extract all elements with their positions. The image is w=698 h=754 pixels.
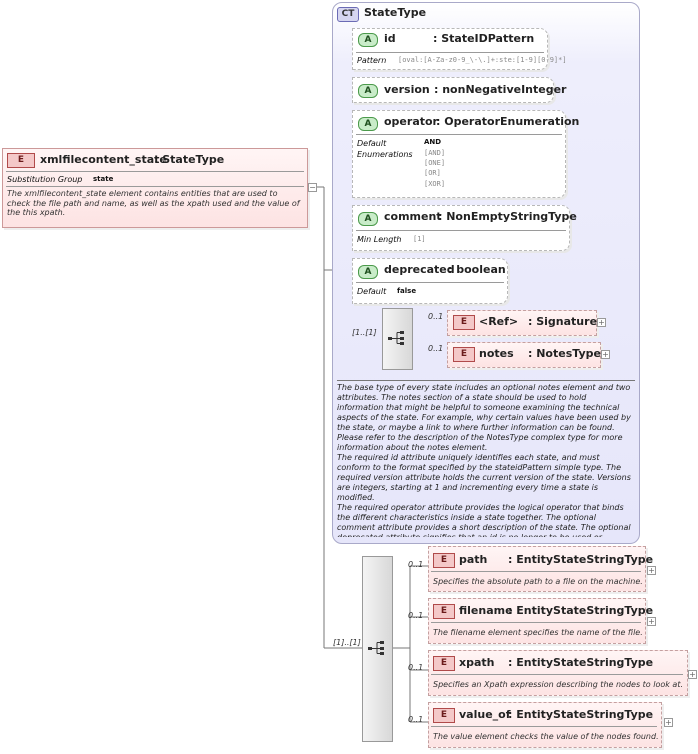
element-filename[interactable] [428,598,646,644]
divider [6,171,304,172]
enum-value: [AND] [424,149,446,157]
element-badge-icon: E [433,604,455,619]
default-value: false [397,287,417,295]
substitution-group-label: Substitution Group [7,175,83,184]
element-name: filename [459,604,513,617]
element-type: : Signature [528,315,598,328]
enum-value: [ONE] [424,159,446,167]
divider [337,380,635,381]
root-element-name: xmlfilecontent_state [40,153,167,166]
attribute-type: : boolean [448,263,506,276]
divider [431,622,641,623]
element-occurrence: 0..1 [428,312,444,321]
plus-icon[interactable]: + [601,350,610,359]
attribute-name: deprecated [384,263,455,276]
element-name: notes [479,347,514,360]
attribute-version[interactable] [352,77,554,103]
element-occurrence: 0..1 [408,715,424,724]
divider [356,52,544,53]
element-badge-icon: E [453,347,475,362]
element-badge-icon: E [7,153,35,168]
plus-icon[interactable]: + [647,566,656,575]
element-description: The filename element specifies the name … [433,628,643,637]
element-description: The value element checks the value of th… [433,732,659,741]
complex-type-documentation: The base type of every state includes an… [337,383,631,537]
element-type: : EntityStateStringType [508,553,654,566]
sequence-occurrence: [1]..[1] [333,638,361,647]
default-enumerations-label: Default Enumerations [357,139,413,159]
plus-icon[interactable]: + [647,617,656,626]
attribute-badge-icon: A [358,33,378,47]
enum-value: [OR] [424,169,441,177]
element-name: xpath [459,656,495,669]
plus-icon[interactable]: + [688,670,697,679]
complex-type-icon: CT [337,7,359,22]
plus-icon[interactable]: + [664,718,673,727]
complex-type-name: StateType [364,6,427,19]
divider [356,282,504,283]
element-name: path [459,553,488,566]
attribute-badge-icon: A [358,84,378,98]
element-type: : EntityStateStringType [508,708,654,721]
attribute-type: : nonNegativeInteger [434,83,567,96]
root-element-box[interactable] [2,148,308,228]
element-badge-icon: E [453,315,475,330]
default-label: Default [357,287,387,296]
min-length-value: [1] [413,235,426,243]
element-description: Specifies the absolute path to a file on… [433,577,643,586]
attribute-badge-icon: A [358,265,378,279]
element-description: Specifies an Xpath expression describing… [433,680,683,689]
element-name: <Ref> [479,315,519,328]
attribute-deprecated[interactable] [352,258,508,304]
pattern-value: [oval:[A-Za-z0-9_\-\.]+:ste:[1-9][0-9]*] [398,56,567,64]
default-value: AND [424,138,442,146]
sequence-icon [388,331,404,345]
element-type: : EntityStateStringType [508,656,654,669]
attribute-id[interactable] [352,28,548,70]
attribute-name: operator [384,115,438,128]
minus-icon[interactable]: − [308,183,317,192]
divider [356,134,562,135]
attribute-name: id [384,32,396,45]
root-element-type: : StateType [154,153,225,166]
element-occurrence: 0..1 [408,663,424,672]
attribute-operator[interactable] [352,110,566,198]
element-name: value_of [459,708,511,721]
substitution-group-value: state [93,175,114,183]
attribute-type: : OperatorEnumeration [436,115,580,128]
attribute-badge-icon: A [358,212,378,226]
element-occurrence: 0..1 [428,344,444,353]
divider [6,186,304,187]
attribute-comment[interactable] [352,205,570,251]
element-occurrence: 0..1 [408,611,424,620]
element-badge-icon: E [433,553,455,568]
element-path[interactable] [428,546,646,592]
element-occurrence: 0..1 [408,560,424,569]
enum-value: [XOR] [424,180,446,188]
sequence-occurrence: [1..[1] [352,328,377,337]
pattern-label: Pattern [357,56,387,65]
divider [431,674,683,675]
attribute-name: comment [384,210,442,223]
attribute-badge-icon: A [358,117,378,131]
element-badge-icon: E [433,656,455,671]
attribute-type: : StateIDPattern [433,32,535,45]
plus-icon[interactable]: + [597,318,606,327]
element-type: : NotesType [528,347,601,360]
element-value-of[interactable] [428,702,662,748]
element-badge-icon: E [433,708,455,723]
element-xpath[interactable] [428,650,688,696]
sequence-icon [368,641,384,655]
element-type: : EntityStateStringType [508,604,654,617]
attribute-type: : NonEmptyStringType [438,210,577,223]
divider [431,571,641,572]
divider [431,726,657,727]
attribute-name: version [384,83,430,96]
divider [356,230,566,231]
root-description: The xmlfilecontent_state element contain… [7,189,300,217]
min-length-label: Min Length [357,235,402,244]
